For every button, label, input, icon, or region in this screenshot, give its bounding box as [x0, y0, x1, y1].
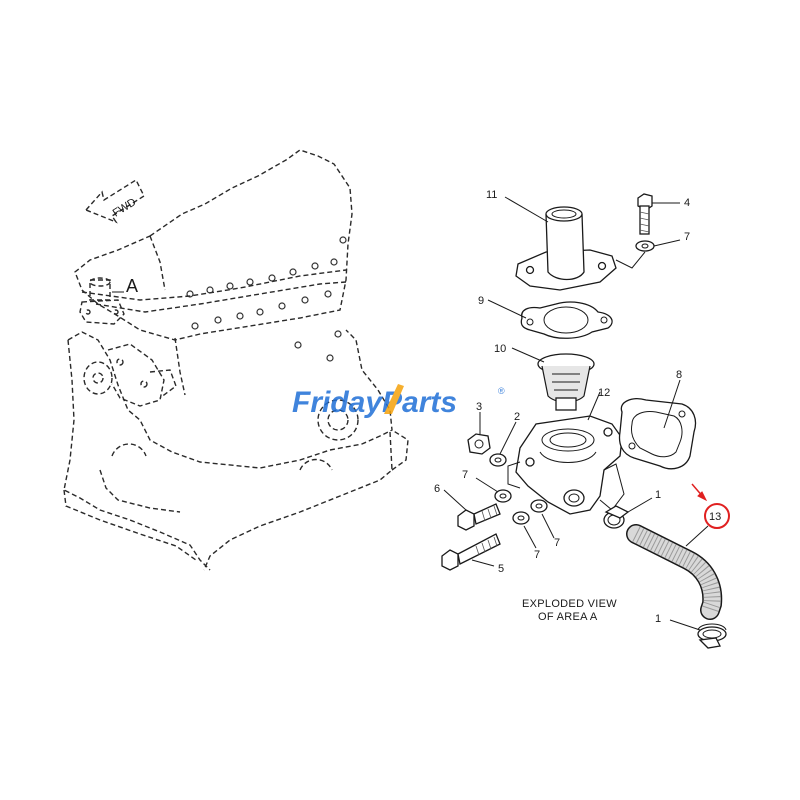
callout-12: 12	[598, 387, 610, 399]
callout-4: 4	[684, 197, 690, 209]
watermark-mark: ®	[498, 386, 505, 396]
engine-pulley-circle	[317, 399, 359, 441]
part-7-washer-low-b	[530, 499, 548, 513]
callout-10: 10	[494, 343, 506, 355]
watermark-part-1: Friday	[292, 386, 383, 419]
part-13-highlight	[691, 483, 730, 529]
part-4-bolt	[637, 193, 653, 235]
fwd-arrow: FWD	[84, 178, 145, 224]
part-7-washer-low-a	[512, 511, 530, 525]
watermark-swoosh	[384, 384, 404, 414]
callout-9: 9	[478, 295, 484, 307]
part-9-gasket	[520, 301, 613, 339]
callout-7: 7	[462, 469, 468, 481]
engine-head-outline	[74, 149, 353, 341]
part-7-washer-mid	[494, 489, 512, 503]
fwd-label: FWD	[111, 196, 139, 219]
part-6-bolt	[457, 503, 501, 531]
part-5-bolt	[441, 533, 501, 571]
part-10-thermostat	[537, 353, 595, 411]
part-3-nut	[467, 433, 491, 455]
part-7-washer-top	[635, 240, 655, 252]
callout-6: 6	[434, 483, 440, 495]
callout-3: 3	[476, 401, 482, 413]
callout-11: 11	[486, 189, 497, 201]
callout-1: 1	[655, 489, 661, 501]
caption-line-2: OF AREA A	[538, 611, 598, 623]
part-12-thermostat-housing	[507, 415, 625, 515]
callout-1: 1	[655, 613, 661, 625]
engine-block: FWD A	[63, 149, 409, 571]
part-11-outlet-housing	[515, 206, 617, 291]
callout-13: 13	[709, 511, 721, 523]
caption-line-1: EXPLODED VIEW	[522, 598, 617, 610]
water-pump	[83, 343, 177, 407]
engine-lower-block	[67, 329, 393, 469]
callout-7: 7	[684, 231, 690, 243]
watermark: FridayParts ®	[292, 384, 505, 419]
part-1-clamp-lower	[697, 623, 727, 649]
exploded-view: 11 4 7 9 10 8 12 3 2 7 6 7 7 5 1 13 1 EX…	[434, 189, 730, 649]
callout-8: 8	[676, 369, 682, 381]
callout-7: 7	[554, 537, 560, 549]
head-bolts	[186, 236, 347, 362]
part-2-washer	[489, 453, 507, 467]
part-13-hose	[626, 524, 723, 620]
part-1-clamp-upper	[603, 505, 630, 529]
callout-labels: 11 4 7 9 10 8 12 3 2 7 6 7 7 5 1 13 1	[434, 189, 721, 625]
callout-7: 7	[534, 549, 540, 561]
highlight-circle	[704, 503, 730, 529]
callout-2: 2	[514, 411, 520, 423]
part-8-gasket	[618, 398, 697, 470]
svg-text:FridayParts: FridayParts	[292, 386, 457, 419]
engine-thermostat-housing	[79, 277, 125, 325]
callout-5: 5	[498, 563, 504, 575]
area-a-label: A	[126, 276, 138, 296]
